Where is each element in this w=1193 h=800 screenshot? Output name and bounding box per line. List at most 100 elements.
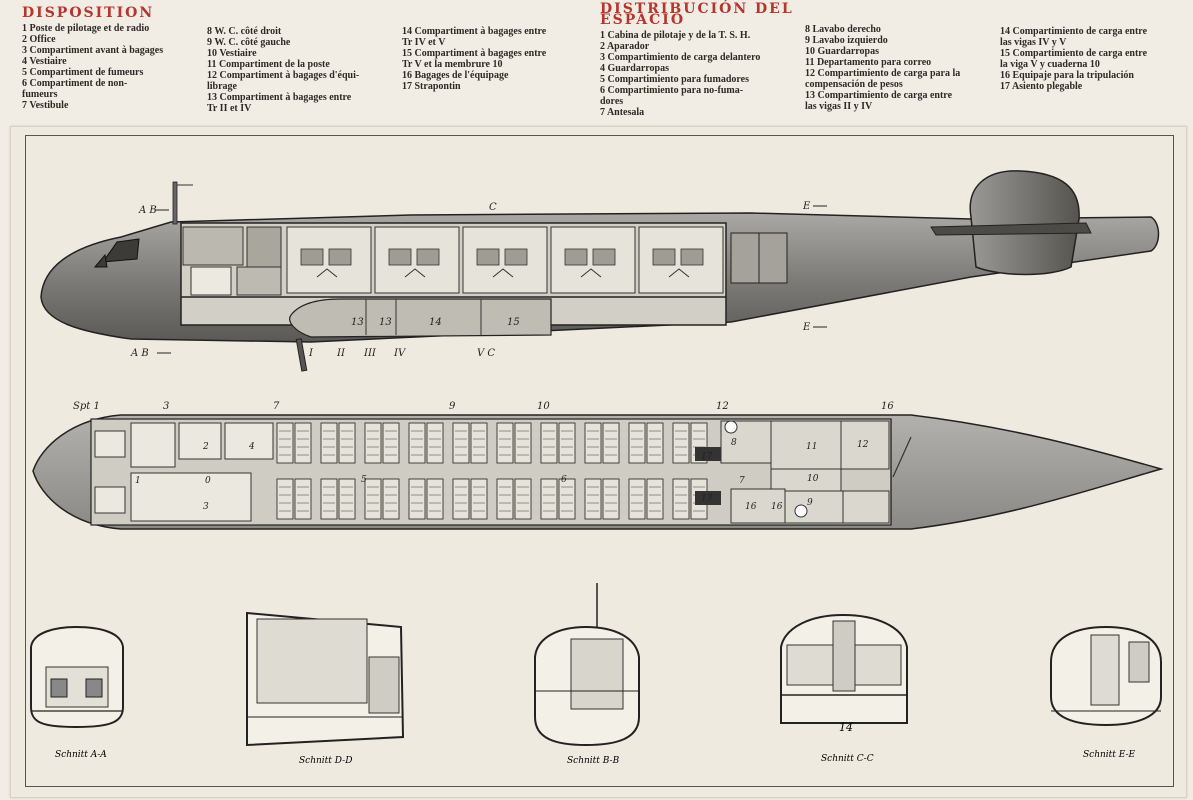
room-number: 12 [857,440,869,450]
frame-label: IV [393,348,407,359]
legend-item: 4 Guardarropas [600,63,669,74]
plan-seat [514,478,532,520]
side-arrow-label-bottom: A B [130,348,149,359]
plan-seat [646,422,664,464]
legend-item: 11 Compartiment de la poste [207,59,330,70]
legend-item: 6 Compartimiento para no-fuma- dores [600,85,744,107]
side-arrow-label-c: C [489,202,497,213]
room-number: 16 [771,502,783,512]
room-number: 10 [807,474,819,484]
room-number: 7 [739,476,745,486]
plan-seat [558,478,576,520]
horizontal-stabilizer [930,222,1092,236]
legend-item: 16 Equipaje para la tripulación [1000,70,1134,81]
plan-seat [628,422,646,464]
legend-item: 1 Cabina de pilotaje y de la T. S. H. [600,30,751,41]
hold-number: 14 [429,317,442,328]
legend-item: 8 W. C. côté droit [207,26,282,37]
station-label: 3 [163,401,169,412]
plan-view: Spt 1 3 7 9 10 12 16 1 2 3 4 5 6 7 8 9 1… [32,401,1164,530]
station-label: 12 [716,401,729,412]
plan-seat [382,422,400,464]
side-seat-bays [286,226,724,294]
room-number: 0 [205,476,211,486]
plan-seat [602,478,620,520]
legend-es-col2: 8 Lavabo derecho 9 Lavabo izquierdo 10 G… [805,24,995,112]
legend-item: 14 Compartimiento de carga entre las vig… [1000,26,1148,48]
plan-seat [470,478,488,520]
frame-label: I [308,348,314,359]
side-arrow-label-top: A B [138,205,157,216]
lower-hold [289,298,552,338]
legend-item: 12 Compartimiento de carga para la compe… [805,68,961,90]
legend-fr-col3: 14 Compartiment à bagages entre Tr IV et… [402,26,592,92]
legend-item: 2 Aparador [600,41,650,52]
plan-seat [514,422,532,464]
station-label: Spt 1 [73,401,100,412]
room-number: 17 [701,452,713,462]
plan-seat [584,478,602,520]
legend-item: 8 Lavabo derecho [805,24,881,35]
plan-seat [470,422,488,464]
plan-seat [276,478,294,520]
plan-seat [496,478,514,520]
legend-item: 10 Guardarropas [805,46,879,57]
station-label: 16 [881,401,894,412]
tail-fin [969,170,1080,276]
legend-item: 13 Compartimiento de carga entre las vig… [805,90,953,112]
section-dd: Schnitt D-D [246,611,405,766]
plan-seat [672,478,690,520]
legend-item: 7 Antesala [600,107,645,118]
legend-item: 7 Vestibule [22,100,69,111]
hold-number: 13 [351,317,364,328]
plan-seat [558,422,576,464]
frame-label: III [363,348,377,359]
room-number: 9 [807,498,813,508]
legend-item: 10 Vestiaire [207,48,257,59]
plan-seat-rows [276,422,708,520]
frame-label: II [336,348,346,359]
plan-seat [364,478,382,520]
legend-item: 12 Compartiment à bagages d'équi- librag… [207,70,360,92]
plan-seat [408,422,426,464]
legend-es-title: DISTRIBUCIÓN DEL ESPACIO [600,1,794,28]
plan-seat [338,422,356,464]
section-label: Schnitt A-A [55,750,107,760]
antenna-mast [172,181,178,225]
legend-item: 1 Poste de pilotage et de radio [22,23,150,34]
legend-item: 4 Vestiaire [22,56,67,67]
legend-fr-col1: DISPOSITION 1 Poste de pilotage et de ra… [22,5,202,111]
legend-item: 15 Compartimiento de carga entre la viga… [1000,48,1148,70]
side-arrow-label-e-bottom: E [802,322,811,333]
station-label: 9 [449,401,456,412]
plan-seat [364,422,382,464]
side-arrow-label-e-top: E [802,201,811,212]
plan-seat [452,478,470,520]
plan-seat [408,478,426,520]
legend-item: 2 Office [22,34,56,45]
plan-seat [628,478,646,520]
legend-item: 16 Bagages de l'équipage [402,70,509,81]
legend-es-col1: DISTRIBUCIÓN DEL ESPACIO 1 Cabina de pil… [600,1,805,118]
legend-item: 14 Compartiment à bagages entre Tr IV et… [402,26,547,48]
legend-fr-title: DISPOSITION [22,5,155,21]
legend-item: 15 Compartiment à bagages entre Tr V et … [402,48,547,70]
legend-item: 5 Compartiment de fumeurs [22,67,144,78]
room-number: 4 [248,442,255,452]
legend-item: 6 Compartiment de non- fumeurs [22,78,128,100]
section-bb: Schnitt B-B [534,583,640,766]
legend-fr-col2: 8 W. C. côté droit 9 W. C. côté gauche 1… [207,26,392,114]
plan-seat [294,478,312,520]
room-number: 8 [731,438,737,448]
legend-item: 17 Strapontin [402,81,461,92]
plan-seat [452,422,470,464]
frame-label: V C [477,348,495,359]
legend-item: 5 Compartimiento para fumadores [600,74,749,85]
plan-seat [426,478,444,520]
plan-seat [646,478,664,520]
legend-item: 13 Compartiment à bagages entre Tr II et… [207,92,352,114]
room-number: 17 [701,494,713,504]
diagram-plate: A B A B C E E 13 13 14 15 I II III IV V … [10,126,1187,798]
aircraft-drawings: A B A B C E E 13 13 14 15 I II III IV V … [30,170,1164,766]
section-label: Schnitt C-C [821,754,874,764]
